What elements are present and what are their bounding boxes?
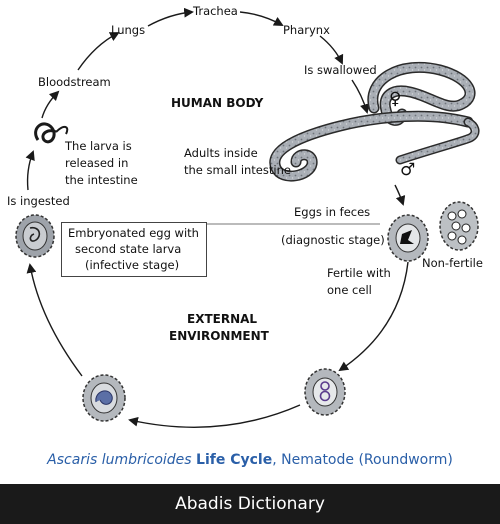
arrow-swallowed-to-intestine bbox=[351, 79, 370, 114]
cycle-graphics bbox=[15, 7, 480, 428]
label-adults-1: Adults inside bbox=[184, 146, 258, 160]
male-symbol: ♂ bbox=[400, 160, 416, 180]
label-larva-1: The larva is bbox=[65, 139, 132, 153]
arrow-egg-to-ingested bbox=[26, 263, 83, 377]
label-diagnostic: (diagnostic stage) bbox=[281, 233, 385, 247]
feces-egg-icon bbox=[387, 214, 429, 262]
label-larva-2: released in bbox=[65, 156, 129, 170]
female-symbol: ♀ bbox=[389, 89, 402, 109]
label-lungs: Lungs bbox=[111, 23, 146, 37]
label-larva-3: the intestine bbox=[65, 173, 138, 187]
arrow-pharynx-to-swallowed bbox=[319, 35, 344, 65]
box-line-2: second state larva bbox=[75, 242, 182, 256]
label-ingested: Is ingested bbox=[7, 194, 70, 208]
caption-rest: , Nematode (Roundworm) bbox=[272, 452, 453, 468]
box-line-3: (infective stage) bbox=[85, 258, 180, 272]
footer-brand[interactable]: Abadis Dictionary bbox=[175, 494, 325, 514]
arrow-larva-to-bloodstream bbox=[41, 90, 60, 119]
developing-egg-icon bbox=[304, 368, 346, 416]
caption-species: Ascaris lumbricoides bbox=[47, 452, 192, 468]
arrow-ingested-to-larva bbox=[25, 150, 35, 191]
arrow-lungs-to-trachea bbox=[147, 7, 194, 27]
infective-stage-box bbox=[61, 222, 207, 277]
label-non-fertile: Non-fertile bbox=[422, 256, 483, 270]
arrow-fertile-to-development bbox=[338, 261, 409, 372]
caption-bold: Life Cycle bbox=[196, 452, 273, 468]
label-fertile-1: Fertile with bbox=[327, 266, 391, 280]
label-eggs-feces: Eggs in feces bbox=[294, 205, 371, 219]
box-line-1: Embryonated egg with bbox=[68, 226, 199, 240]
non-fertile-egg-icon bbox=[439, 201, 479, 251]
embryonated-egg-icon bbox=[82, 374, 126, 422]
arrow-intestine-to-feces bbox=[394, 184, 406, 206]
label-swallowed: Is swallowed bbox=[304, 63, 377, 77]
label-fertile-2: one cell bbox=[327, 283, 372, 297]
arrow-development-to-embryonated bbox=[128, 404, 301, 428]
ingested-egg-icon bbox=[15, 214, 55, 258]
figure-caption: Ascaris lumbricoides Life Cycle, Nematod… bbox=[0, 452, 500, 468]
zone-external-2: ENVIRONMENT bbox=[169, 329, 269, 343]
zone-human-body: HUMAN BODY bbox=[171, 96, 264, 110]
label-bloodstream: Bloodstream bbox=[38, 75, 111, 89]
life-cycle-diagram: HUMAN BODY EXTERNAL ENVIRONMENT Lungs Tr… bbox=[0, 4, 500, 468]
label-trachea: Trachea bbox=[193, 4, 238, 18]
footer-bar: Abadis Dictionary bbox=[0, 484, 500, 524]
label-pharynx: Pharynx bbox=[283, 23, 330, 37]
arrow-trachea-to-pharynx bbox=[239, 11, 284, 26]
label-adults-2: the small intestine bbox=[184, 163, 291, 177]
zone-external-1: EXTERNAL bbox=[187, 312, 258, 326]
arrow-bloodstream-to-lungs bbox=[77, 32, 120, 71]
larva-icon bbox=[34, 122, 69, 144]
